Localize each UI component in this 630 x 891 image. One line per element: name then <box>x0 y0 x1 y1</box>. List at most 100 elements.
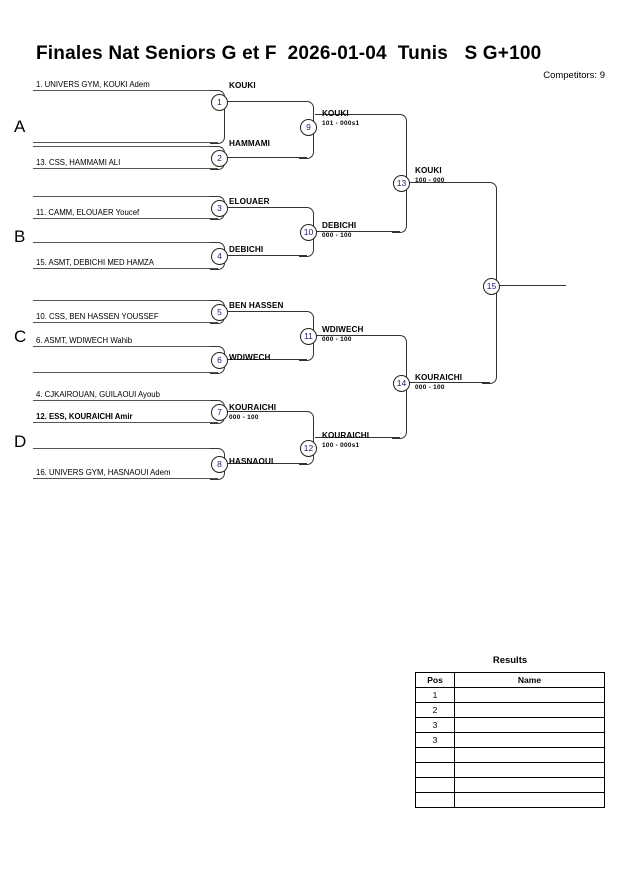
bout-score-7: 000 - 100 <box>229 414 259 421</box>
bout-winner-3: ELOUAER <box>229 196 270 206</box>
bracket-link-bout-13 <box>392 114 407 233</box>
bout-score-9: 101 - 000s1 <box>322 120 360 127</box>
results-pos-1: 1 <box>415 687 455 703</box>
entrant-label-3: 11. CAMM, ELOUAER Youcef <box>36 208 140 217</box>
bout-circle-8[interactable]: 8 <box>211 456 228 473</box>
feed-line-bout-4 <box>226 255 307 256</box>
bout-circle-1[interactable]: 1 <box>211 94 228 111</box>
results-name-8[interactable] <box>454 792 605 808</box>
results-name-6[interactable] <box>454 762 605 778</box>
entrant-line-4 <box>33 168 218 169</box>
entrant-line-2 <box>33 142 218 143</box>
bout-winner-5: BEN HASSEN <box>229 300 284 310</box>
results-panel: Results Pos Name 1 2 3 3 <box>415 655 605 808</box>
results-name-7[interactable] <box>454 777 605 793</box>
bout-circle-3[interactable]: 3 <box>211 200 228 217</box>
entrant-line-6 <box>33 218 218 219</box>
table-row: 2 <box>415 702 605 718</box>
results-col-pos: Pos <box>415 672 455 688</box>
bout-winner-7: KOURAICHI <box>229 402 277 412</box>
results-name-3[interactable] <box>454 717 605 733</box>
bout-winner-12: KOURAICHI <box>322 430 370 440</box>
entrant-line-1 <box>33 90 218 91</box>
entrant-label-2: 13. CSS, HAMMAMI ALI <box>36 158 121 167</box>
entrant-line-9 <box>33 300 218 301</box>
entrant-label-7: 4. CJKAIROUAN, GUILAOUI Ayoub <box>36 390 160 399</box>
table-row <box>415 762 605 778</box>
entrant-label-6: 6. ASMT, WDIWECH Wahib <box>36 336 133 345</box>
entrant-line-5 <box>33 196 218 197</box>
results-pos-3: 3 <box>415 717 455 733</box>
pool-label-d: D <box>14 432 27 451</box>
results-name-1[interactable] <box>454 687 605 703</box>
feed-line-bout-3 <box>226 207 307 208</box>
feed-line-bout-2 <box>226 157 307 158</box>
bout-circle-9[interactable]: 9 <box>300 119 317 136</box>
results-col-name: Name <box>454 672 605 688</box>
results-table: Pos Name 1 2 3 3 <box>415 672 605 808</box>
bout-winner-8: HASNAOUI <box>229 456 274 466</box>
final-winner-line <box>498 285 566 286</box>
bout-circle-7[interactable]: 7 <box>211 404 228 421</box>
feed-line-bout-5 <box>226 311 307 312</box>
entrant-line-13 <box>33 400 218 401</box>
pool-label-b: B <box>14 227 26 246</box>
bout-circle-15[interactable]: 15 <box>483 278 500 295</box>
results-name-4[interactable] <box>454 732 605 748</box>
feed-line-bout-13 <box>408 182 490 183</box>
bout-winner-2: HAMMAMI <box>229 138 271 148</box>
bout-circle-11[interactable]: 11 <box>300 328 317 345</box>
entrant-line-7 <box>33 242 218 243</box>
feed-line-bout-14 <box>408 382 490 383</box>
results-pos-8 <box>415 792 455 808</box>
results-pos-7 <box>415 777 455 793</box>
table-row <box>415 747 605 763</box>
pool-label-c: C <box>14 327 27 346</box>
bout-circle-12[interactable]: 12 <box>300 440 317 457</box>
results-pos-6 <box>415 762 455 778</box>
table-row: 3 <box>415 717 605 733</box>
feed-line-bout-8 <box>226 463 307 464</box>
entrant-label-9: 16. UNIVERS GYM, HASNAOUI Adem <box>36 468 171 477</box>
bout-score-12: 100 - 000s1 <box>322 442 360 449</box>
bout-circle-13[interactable]: 13 <box>393 175 410 192</box>
page-title: Finales Nat Seniors G et F 2026-01-04 Tu… <box>36 43 542 64</box>
entrant-line-3 <box>33 146 218 147</box>
entrant-line-14 <box>33 422 218 423</box>
table-row <box>415 777 605 793</box>
bout-winner-1: KOUKI <box>229 80 256 90</box>
pool-label-a: A <box>14 117 26 136</box>
entrant-line-11 <box>33 346 218 347</box>
bout-winner-6: WDIWECH <box>229 352 271 362</box>
bout-circle-2[interactable]: 2 <box>211 150 228 167</box>
results-name-2[interactable] <box>454 702 605 718</box>
entrant-label-4: 15. ASMT, DEBICHI MED HAMZA <box>36 258 154 267</box>
feed-line-bout-11 <box>315 335 400 336</box>
feed-line-bout-10 <box>315 231 400 232</box>
results-header-row: Pos Name <box>415 672 605 688</box>
bout-circle-14[interactable]: 14 <box>393 375 410 392</box>
results-pos-4: 3 <box>415 732 455 748</box>
feed-line-bout-9 <box>315 114 400 115</box>
entrant-line-16 <box>33 478 218 479</box>
entrant-line-12 <box>33 372 218 373</box>
bout-winner-10: DEBICHI <box>322 220 357 230</box>
bout-score-11: 000 - 100 <box>322 336 352 343</box>
entrant-label-1: 1. UNIVERS GYM, KOUKI Adem <box>36 80 150 89</box>
bout-circle-6[interactable]: 6 <box>211 352 228 369</box>
bout-score-13: 100 - 000 <box>415 177 445 184</box>
competitor-count: Competitors: 9 <box>543 70 605 81</box>
results-name-5[interactable] <box>454 747 605 763</box>
feed-line-bout-7 <box>226 411 307 412</box>
bout-circle-4[interactable]: 4 <box>211 248 228 265</box>
results-title: Results <box>492 655 528 666</box>
bout-winner-11: WDIWECH <box>322 324 364 334</box>
bout-circle-5[interactable]: 5 <box>211 304 228 321</box>
feed-line-bout-1 <box>226 101 307 102</box>
entrant-label-5: 10. CSS, BEN HASSEN YOUSSEF <box>36 312 159 321</box>
bout-circle-10[interactable]: 10 <box>300 224 317 241</box>
results-pos-2: 2 <box>415 702 455 718</box>
entrant-line-8 <box>33 268 218 269</box>
entrant-line-15 <box>33 448 218 449</box>
table-row <box>415 792 605 808</box>
